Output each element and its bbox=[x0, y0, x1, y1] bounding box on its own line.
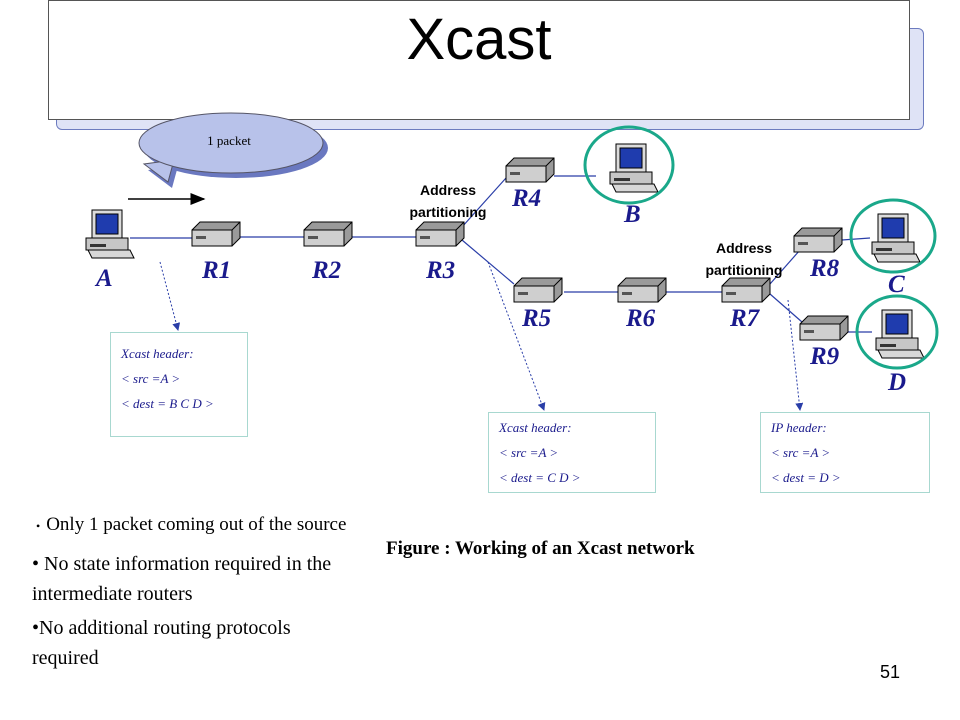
host-a-icon bbox=[85, 209, 135, 259]
bullet-item: •No additional routing protocols require… bbox=[32, 616, 291, 669]
router-r7-icon bbox=[721, 277, 771, 303]
bullet-item: • No state information required in the i… bbox=[32, 552, 332, 605]
bullet-list: •Only 1 packet coming out of the source … bbox=[32, 512, 352, 677]
router-label-r3: R3 bbox=[425, 257, 455, 284]
addr-partition-1-line2: partitioning bbox=[410, 204, 487, 220]
header-dest: < dest = B C D > bbox=[121, 396, 214, 411]
header-dest: < dest = C D > bbox=[499, 470, 581, 485]
router-label-r1: R1 bbox=[201, 257, 231, 284]
title-banner bbox=[48, 0, 910, 120]
figure-caption: Figure : Working of an Xcast network bbox=[386, 538, 695, 559]
router-label-r7: R7 bbox=[729, 305, 761, 332]
network-links bbox=[130, 175, 872, 333]
xcast-header-box-2: Xcast header: < src =A > < dest = C D > bbox=[488, 412, 656, 493]
bullet-dot-icon: • bbox=[36, 518, 41, 533]
addr-partition-2-line1: Address bbox=[716, 240, 772, 256]
bullet-text: Only 1 packet coming out of the source bbox=[46, 514, 347, 535]
destination-highlights bbox=[583, 125, 939, 370]
router-r2-icon bbox=[303, 221, 353, 247]
router-r3-icon bbox=[415, 221, 465, 247]
router-r5-icon bbox=[513, 277, 563, 303]
router-r1-icon bbox=[191, 221, 241, 247]
host-label-c: C bbox=[888, 271, 905, 298]
router-label-r2: R2 bbox=[311, 257, 341, 284]
router-label-r8: R8 bbox=[809, 255, 840, 282]
host-label-d: D bbox=[887, 369, 906, 396]
bullet-item: • Only 1 packet coming out of the source bbox=[32, 512, 352, 539]
router-r9-icon bbox=[799, 315, 849, 341]
host-label-a: A bbox=[94, 265, 113, 292]
host-c-icon bbox=[871, 213, 921, 263]
router-label-r9: R9 bbox=[809, 343, 840, 370]
header-src: < src =A > bbox=[499, 445, 559, 460]
header-src: < src =A > bbox=[121, 371, 181, 386]
page-number: 51 bbox=[880, 662, 901, 682]
xcast-header-box-1: Xcast header: < src =A > < dest = B C D … bbox=[110, 332, 248, 437]
bubble-text: 1 packet bbox=[207, 133, 251, 148]
router-label-r6: R6 bbox=[625, 305, 656, 332]
router-r8-icon bbox=[793, 227, 843, 253]
router-r4-icon bbox=[505, 157, 555, 183]
packet-bubble: 1 packet bbox=[138, 112, 328, 188]
header-title: Xcast header: bbox=[499, 420, 572, 435]
header-dest: < dest = D > bbox=[771, 470, 841, 485]
host-d-icon bbox=[875, 309, 925, 359]
host-label-b: B bbox=[623, 201, 641, 228]
header-src: < src =A > bbox=[771, 445, 831, 460]
header-title: Xcast header: bbox=[121, 346, 194, 361]
ip-header-box: IP header: < src =A > < dest = D > bbox=[760, 412, 930, 493]
addr-partition-1-line1: Address bbox=[420, 182, 476, 198]
router-label-r4: R4 bbox=[511, 185, 541, 212]
router-label-r5: R5 bbox=[521, 305, 551, 332]
slide-title: Xcast bbox=[406, 7, 552, 72]
header-pointers bbox=[159, 261, 804, 411]
header-title: IP header: bbox=[771, 420, 827, 435]
router-r6-icon bbox=[617, 277, 667, 303]
bullet-text: No state information required in the int… bbox=[32, 552, 332, 605]
bullet-text: No additional routing protocols required bbox=[32, 616, 291, 669]
addr-partition-2-line2: partitioning bbox=[706, 262, 783, 278]
host-b-icon bbox=[609, 143, 659, 193]
